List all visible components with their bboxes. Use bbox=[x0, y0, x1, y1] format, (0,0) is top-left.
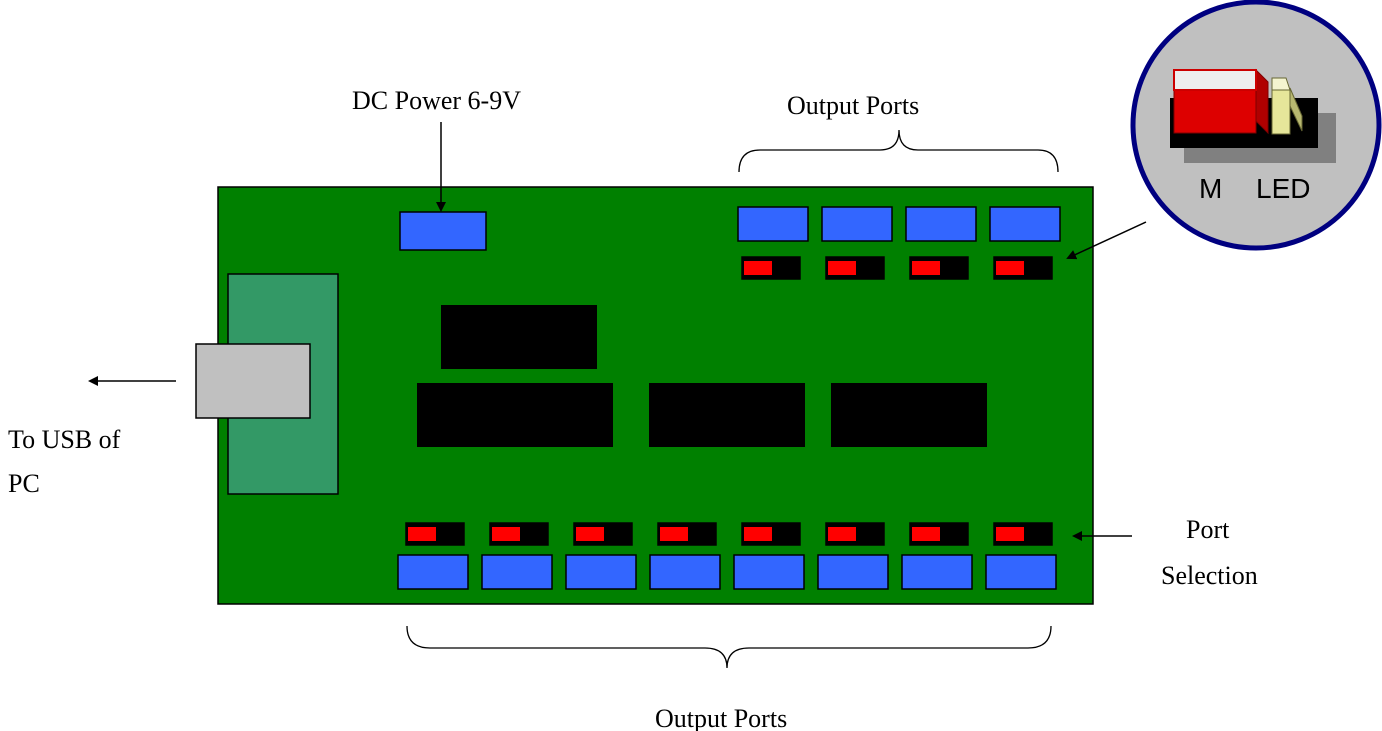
port-selection-switch bbox=[489, 522, 549, 546]
top-output-ports bbox=[737, 206, 1061, 242]
port-selection-switch bbox=[909, 522, 969, 546]
usb-label-line2: PC bbox=[8, 469, 40, 498]
top-port-switches bbox=[741, 256, 1053, 280]
bottom-port-switches bbox=[405, 522, 1053, 546]
chips bbox=[417, 305, 987, 447]
switch-red-lever bbox=[996, 261, 1024, 275]
port-selection-switch bbox=[993, 256, 1053, 280]
output-port bbox=[649, 554, 721, 590]
switch-red-lever bbox=[828, 261, 856, 275]
port-selection-switch bbox=[909, 256, 969, 280]
output-port bbox=[565, 554, 637, 590]
output-port bbox=[817, 554, 889, 590]
output-ports-bottom-label: Output Ports bbox=[655, 704, 787, 731]
dc-power-jack bbox=[399, 211, 487, 251]
output-ports-top-label: Output Ports bbox=[787, 91, 919, 120]
port-selection-switch bbox=[741, 522, 801, 546]
port-selection-switch bbox=[405, 522, 465, 546]
output-port bbox=[989, 206, 1061, 242]
top-output-ports-brace bbox=[738, 129, 1059, 173]
switch-red-lever bbox=[576, 527, 604, 541]
output-port bbox=[901, 554, 973, 590]
chip bbox=[649, 383, 805, 447]
port-selection-switch bbox=[657, 522, 717, 546]
output-port bbox=[985, 554, 1057, 590]
inset-jumper-yellow-front bbox=[1271, 89, 1291, 135]
inset-label-led: LED bbox=[1256, 173, 1310, 204]
chip bbox=[441, 305, 597, 369]
inset-jumper-red-front bbox=[1173, 89, 1257, 134]
output-port bbox=[733, 554, 805, 590]
usb-connector bbox=[195, 343, 311, 419]
switch-red-lever bbox=[912, 527, 940, 541]
switch-red-lever bbox=[912, 261, 940, 275]
port-selection-switch bbox=[825, 522, 885, 546]
port-selection-switch bbox=[993, 522, 1053, 546]
switch-red-lever bbox=[492, 527, 520, 541]
dc-power-label: DC Power 6-9V bbox=[352, 86, 521, 115]
bottom-output-ports bbox=[397, 554, 1057, 590]
switch-red-lever bbox=[408, 527, 436, 541]
port-selection-label-line2: Selection bbox=[1161, 561, 1258, 590]
chip bbox=[417, 383, 613, 447]
inset-jumper-yellow-top bbox=[1271, 77, 1291, 91]
output-port bbox=[397, 554, 469, 590]
switch-red-lever bbox=[996, 527, 1024, 541]
switch-red-lever bbox=[744, 527, 772, 541]
port-selection-switch bbox=[573, 522, 633, 546]
output-port bbox=[821, 206, 893, 242]
port-selection-switch bbox=[825, 256, 885, 280]
port-selection-switch bbox=[741, 256, 801, 280]
inset-arrow bbox=[1066, 221, 1147, 260]
port-selection-label-line1: Port bbox=[1186, 515, 1230, 544]
jumper-inset: M LED bbox=[1130, 0, 1382, 251]
inset-jumper-red-top bbox=[1173, 69, 1257, 91]
usb-label-line1: To USB of bbox=[8, 425, 121, 454]
chip bbox=[831, 383, 987, 447]
output-port bbox=[905, 206, 977, 242]
output-port bbox=[481, 554, 553, 590]
switch-red-lever bbox=[828, 527, 856, 541]
switch-red-lever bbox=[744, 261, 772, 275]
switch-red-lever bbox=[660, 527, 688, 541]
bottom-output-ports-brace bbox=[406, 625, 1052, 669]
output-port bbox=[737, 206, 809, 242]
inset-label-m: M bbox=[1199, 173, 1222, 204]
